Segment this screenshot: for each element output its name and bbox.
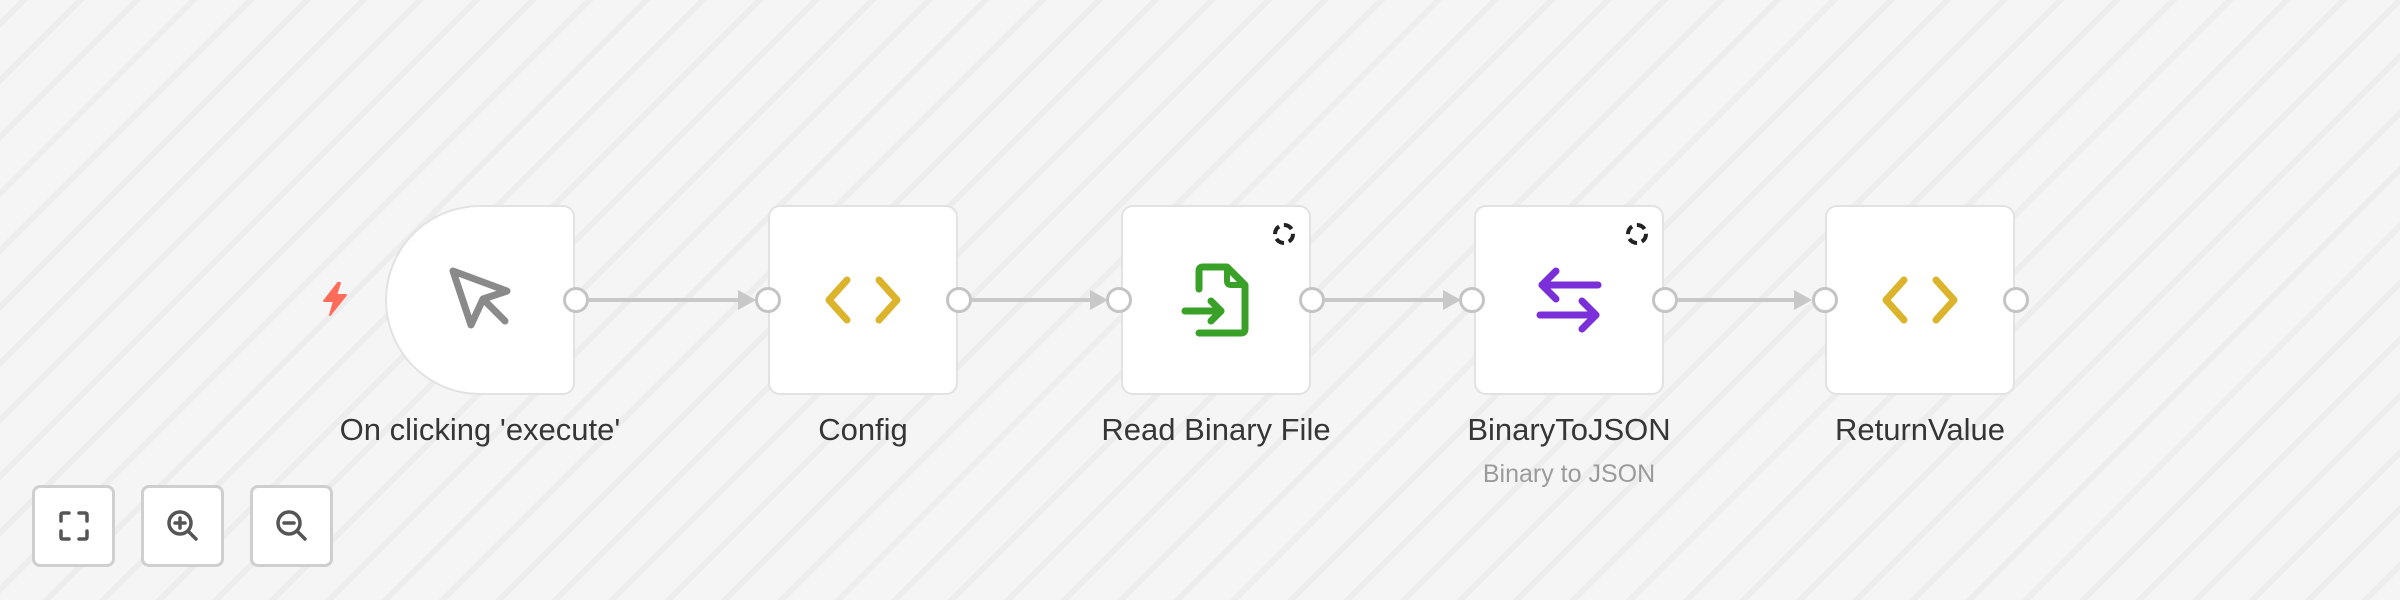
code-icon (825, 276, 901, 324)
swap-arrows-icon (1536, 267, 1602, 333)
output-handle-return-value[interactable] (2003, 287, 2029, 313)
cursor-icon (449, 267, 511, 329)
node-binary-to-json[interactable] (1474, 205, 1664, 395)
node-label-return-value: ReturnValue (1834, 412, 2006, 447)
input-handle-binary-to-json[interactable] (1459, 287, 1485, 313)
bolt-icon (323, 282, 347, 316)
connection-config-read-binary-file[interactable] (972, 290, 1108, 310)
node-config[interactable] (768, 205, 958, 395)
dashed-circle-icon (1273, 223, 1295, 245)
node-label-trigger: On clicking 'execute' (339, 412, 621, 447)
node-read-binary-file[interactable] (1121, 205, 1311, 395)
output-handle-trigger[interactable] (563, 287, 589, 313)
node-subtitle-binary-to-json: Binary to JSON (1482, 460, 1656, 488)
fit-view-icon (58, 511, 89, 541)
canvas-controls (32, 485, 333, 567)
zoom-out-icon (275, 510, 307, 541)
output-handle-binary-to-json[interactable] (1652, 287, 1678, 313)
input-handle-config[interactable] (755, 287, 781, 313)
output-handle-read-binary-file[interactable] (1299, 287, 1325, 313)
input-handle-read-binary-file[interactable] (1106, 287, 1132, 313)
code-icon (1882, 276, 1958, 324)
zoom-out-button[interactable] (250, 485, 333, 567)
input-handle-return-value[interactable] (1812, 287, 1838, 313)
zoom-in-button[interactable] (141, 485, 224, 567)
node-return-value[interactable] (1825, 205, 2015, 395)
node-label-read-binary-file: Read Binary File (1101, 412, 1331, 447)
connection-binary-to-json-return-value[interactable] (1678, 290, 1812, 310)
output-handle-config[interactable] (946, 287, 972, 313)
file-import-icon (1181, 263, 1249, 337)
node-label-config: Config (818, 412, 908, 447)
dashed-circle-icon (1626, 223, 1648, 245)
node-label-binary-to-json: BinaryToJSON (1467, 412, 1671, 447)
zoom-in-icon (166, 510, 198, 541)
connection-trigger-config[interactable] (589, 290, 756, 310)
connection-read-binary-file-binary-to-json[interactable] (1325, 290, 1461, 310)
node-trigger[interactable] (385, 205, 575, 395)
zoom-to-fit-button[interactable] (32, 485, 115, 567)
